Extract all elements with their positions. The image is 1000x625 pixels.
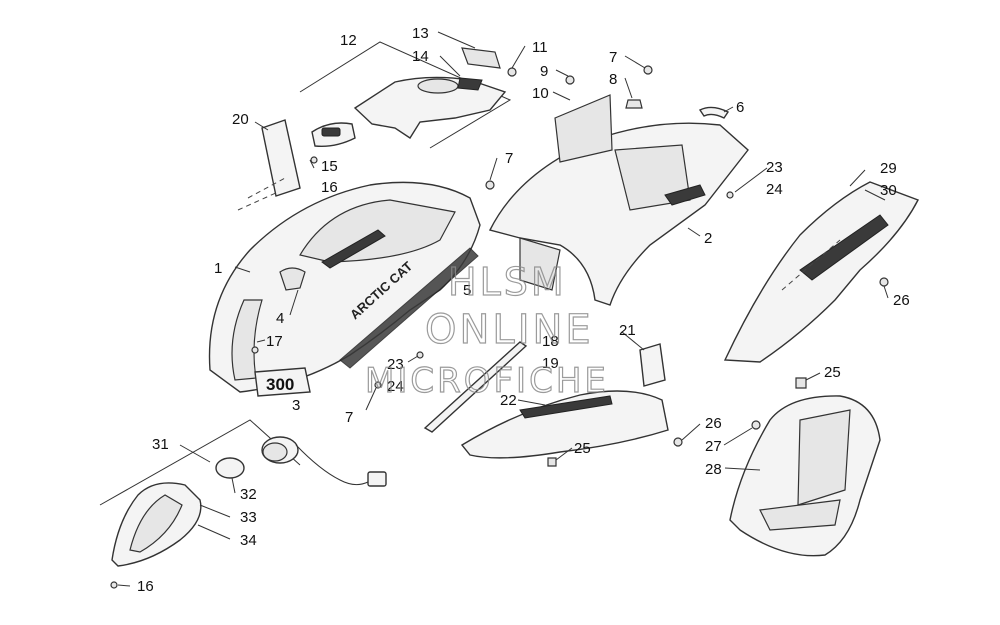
callout-1: 1 (214, 260, 222, 277)
side-panel-right (723, 181, 919, 363)
callout-20: 20 (232, 111, 249, 128)
callout-6: 6 (736, 99, 744, 116)
callout-3: 3 (292, 397, 300, 414)
callout-7: 7 (505, 150, 513, 167)
callout-7: 7 (609, 49, 617, 66)
callout-17: 17 (266, 333, 283, 350)
callout-23: 23 (766, 159, 783, 176)
callout-4: 4 (276, 310, 284, 327)
watermark: HLSM ONLINE MICROFICHE (364, 259, 609, 401)
tank-cover (353, 47, 507, 139)
callout-21: 21 (619, 322, 636, 339)
watermark-line-2: ONLINE (425, 307, 594, 353)
callout-11: 11 (532, 39, 548, 56)
callout-13: 13 (412, 25, 429, 42)
callout-labels: 1 2 3 4 5 6 7 7 7 8 9 10 11 12 13 14 15 … (137, 25, 910, 595)
callout-19: 19 (542, 355, 559, 372)
callout-24: 24 (387, 378, 404, 395)
leader-lines (117, 31, 889, 587)
callout-31: 31 (152, 436, 169, 453)
callout-9: 9 (540, 63, 548, 80)
callout-10: 10 (532, 85, 549, 102)
callout-14: 14 (412, 48, 429, 65)
rear-fender (488, 94, 749, 306)
footwell-panel (460, 390, 669, 459)
callout-15: 15 (321, 158, 338, 175)
group-bracket-31 (99, 419, 301, 506)
decal-panel-21 (639, 343, 666, 387)
callout-2: 2 (704, 230, 712, 247)
callout-8: 8 (609, 71, 617, 88)
instrument-pod (311, 122, 356, 148)
callout-5: 5 (463, 282, 471, 299)
rear-trim-strip (698, 106, 730, 119)
watermark-line-3: MICROFICHE (365, 361, 609, 401)
callout-30: 30 (880, 182, 897, 199)
callout-26: 26 (705, 415, 722, 432)
callout-7: 7 (345, 409, 353, 426)
callout-25: 25 (824, 364, 841, 381)
callout-24: 24 (766, 181, 783, 198)
callout-28: 28 (705, 461, 722, 478)
callout-16: 16 (321, 179, 338, 196)
callout-12: 12 (340, 32, 357, 49)
callout-18: 18 (542, 333, 559, 350)
callout-16: 16 (137, 578, 154, 595)
callout-27: 27 (705, 438, 722, 455)
model-decal: 300 (254, 367, 311, 397)
callout-25: 25 (574, 440, 591, 457)
trim-strip-18 (423, 341, 528, 433)
callout-32: 32 (240, 486, 257, 503)
callout-22: 22 (500, 392, 517, 409)
front-fender: ARCTIC CAT (208, 181, 481, 393)
watermark-line-1: HLSM (448, 260, 567, 304)
callout-23: 23 (387, 356, 404, 373)
skid-guard (729, 395, 881, 557)
group-bracket-12 (299, 41, 512, 149)
headlight-assembly (111, 436, 387, 567)
callout-29: 29 (880, 160, 897, 177)
callout-33: 33 (240, 509, 257, 526)
callout-34: 34 (240, 532, 257, 549)
decal-model-text: 300 (266, 375, 294, 394)
decal-sheet (237, 119, 301, 211)
callout-26: 26 (893, 292, 910, 309)
